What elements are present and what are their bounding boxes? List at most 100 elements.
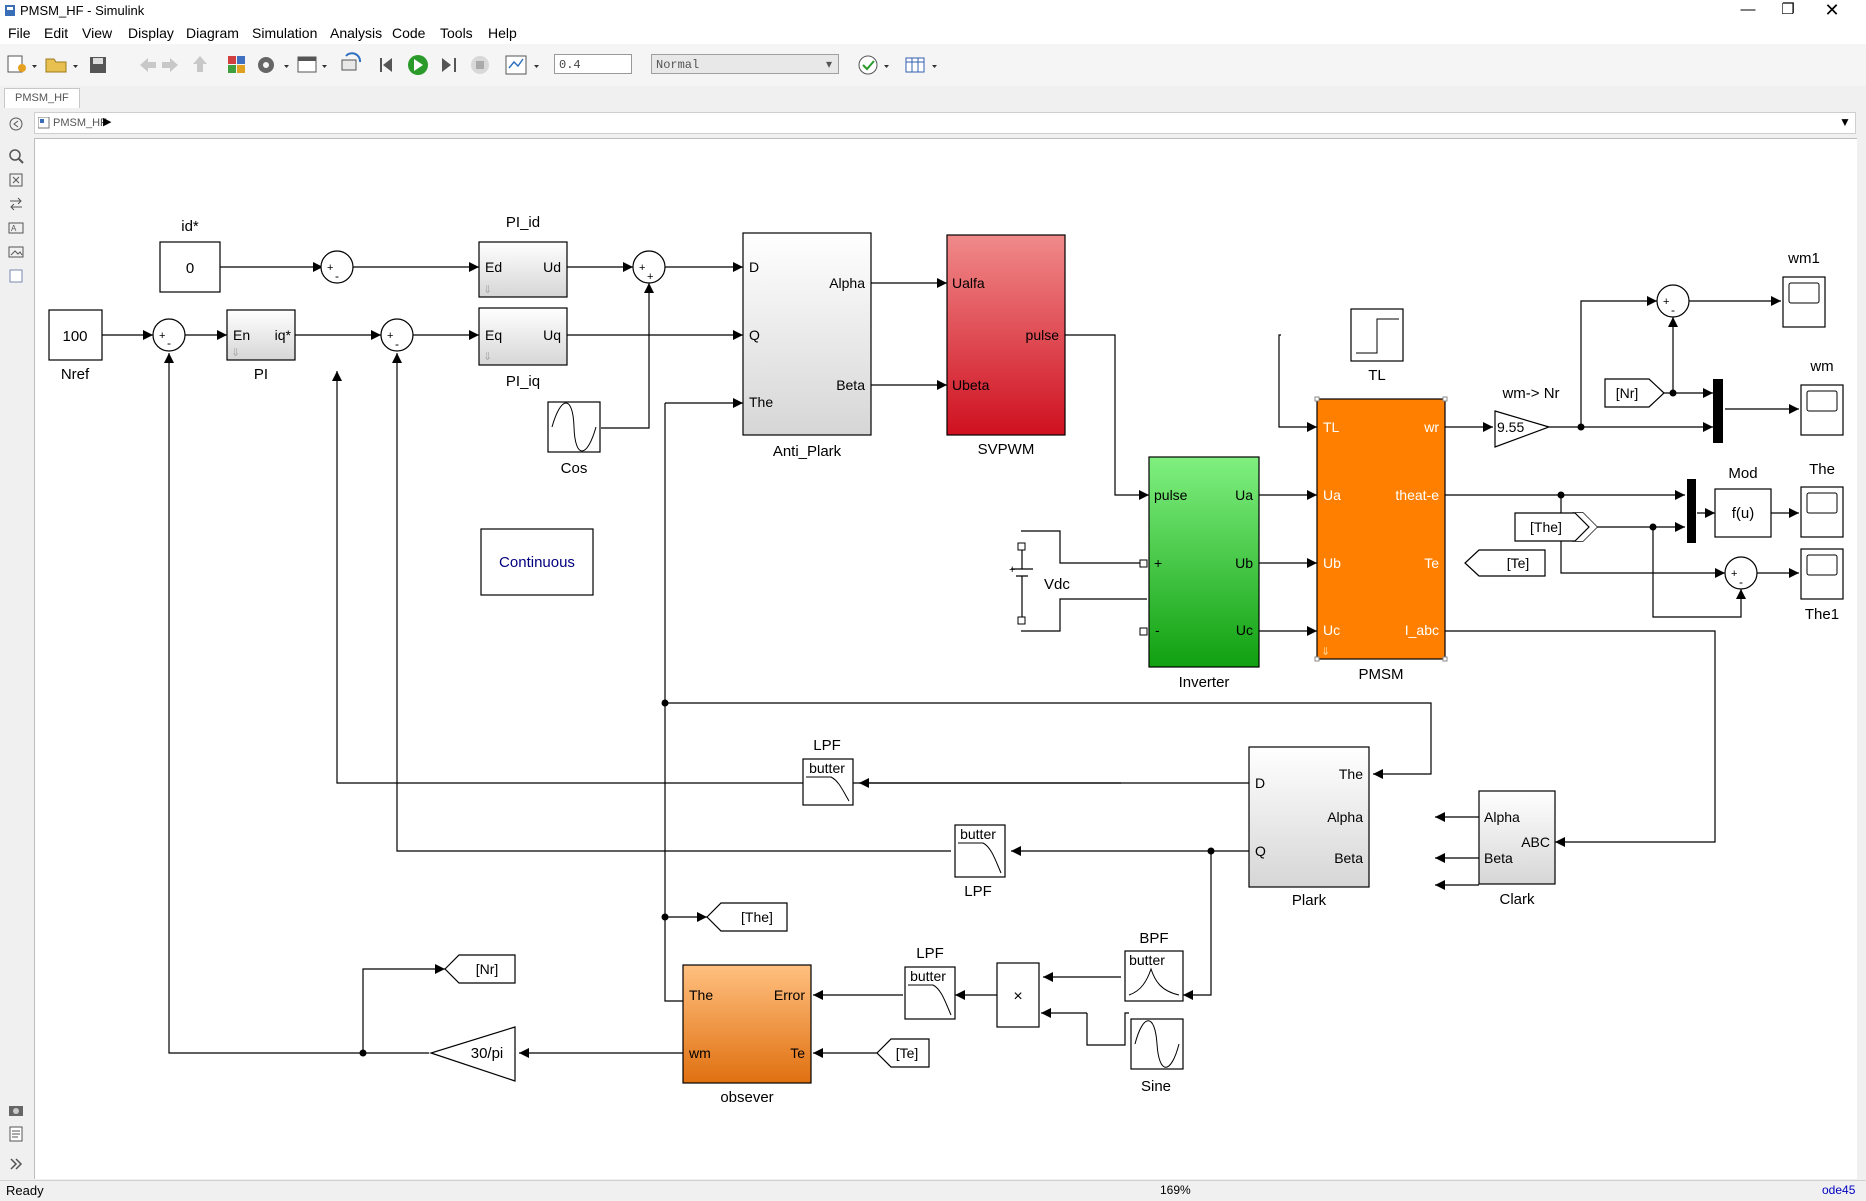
lpf-label: LPF: [916, 945, 944, 962]
svg-text:The: The: [689, 987, 713, 1003]
sum-block[interactable]: ++: [632, 250, 666, 284]
menu-edit[interactable]: Edit: [44, 25, 69, 41]
close-button[interactable]: ✕: [1824, 0, 1840, 20]
simulation-mode-select[interactable]: Normal ▾: [651, 54, 839, 74]
settings-gear-icon[interactable]: [258, 57, 289, 73]
clark-block[interactable]: Alpha Beta ABC Clark: [1478, 790, 1556, 908]
gain-30-pi-block[interactable]: 30/pi: [429, 1026, 516, 1082]
wm-scope-block[interactable]: wm: [1800, 358, 1844, 436]
tl-step-block[interactable]: TL: [1350, 308, 1404, 384]
menu-analysis[interactable]: Analysis: [330, 25, 383, 41]
svg-text:Ubeta: Ubeta: [952, 377, 990, 393]
anti-plark-block[interactable]: D Q The Alpha Beta Anti_Plark: [742, 232, 872, 460]
te-from-block[interactable]: [Te]: [876, 1038, 930, 1068]
hide-explorer-icon[interactable]: [8, 116, 24, 132]
save-icon[interactable]: [90, 57, 106, 73]
gain-wm-nr-block[interactable]: 9.55 wm-> Nr: [1494, 385, 1560, 448]
menu-diagram[interactable]: Diagram: [186, 25, 239, 41]
pi-id-block[interactable]: Ed Ud ⇓ PI_id: [478, 214, 568, 298]
menu-view[interactable]: View: [82, 25, 113, 41]
te-goto-block[interactable]: [Te]: [1464, 549, 1546, 577]
image-icon[interactable]: [8, 244, 24, 260]
cos-source-block[interactable]: Cos: [547, 401, 601, 477]
sum-block[interactable]: +-: [380, 318, 414, 352]
pi-iq-block[interactable]: Eq Uq ⇓ PI_iq: [478, 307, 568, 390]
minimize-button[interactable]: —: [1740, 1, 1756, 18]
library-browser-icon[interactable]: [228, 56, 245, 73]
svg-text:0: 0: [186, 260, 194, 277]
the1-scope-block[interactable]: The1: [1800, 548, 1844, 623]
svg-text:D: D: [749, 259, 759, 275]
nr-from-block[interactable]: [Nr]: [1604, 378, 1665, 408]
step-back-icon[interactable]: [380, 58, 392, 72]
svg-text:Te: Te: [1424, 555, 1439, 571]
expand-icon[interactable]: [8, 1156, 24, 1172]
menu-tools[interactable]: Tools: [440, 25, 473, 41]
zoom-icon[interactable]: [8, 148, 24, 164]
run-icon[interactable]: [408, 55, 428, 75]
svpwm-block[interactable]: Ualfa Ubeta pulse SVPWM: [946, 234, 1066, 458]
nr-goto-block[interactable]: [Nr]: [444, 954, 516, 984]
plark-block[interactable]: D Q The Alpha Beta Plark: [1248, 746, 1370, 909]
menu-simulation[interactable]: Simulation: [252, 25, 318, 41]
the-scope-block[interactable]: The: [1800, 461, 1844, 538]
the-goto-block[interactable]: [The]: [706, 902, 788, 932]
the-from-tag[interactable]: [The]: [1514, 512, 1590, 542]
sum-block[interactable]: +-: [320, 250, 354, 284]
svg-text:Ud: Ud: [543, 259, 561, 275]
menu-code[interactable]: Code: [392, 25, 426, 41]
address-dropdown-icon[interactable]: ▼: [1839, 115, 1851, 129]
powergui-block[interactable]: Continuous: [480, 528, 594, 596]
stop-icon[interactable]: [471, 56, 489, 74]
step-forward-icon[interactable]: [442, 58, 456, 72]
mod-fcn-block[interactable]: f(u) Mod: [1714, 465, 1772, 538]
id-star-constant-block[interactable]: 0 id*: [159, 218, 221, 293]
mux-block[interactable]: [1687, 479, 1696, 543]
fit-to-view-icon[interactable]: [8, 172, 24, 188]
pmsm-block[interactable]: TL Ua Ub Uc wr theat-e Te I_abc ⇓ PMSM: [1314, 396, 1448, 683]
stop-time-input[interactable]: 0.4: [554, 54, 632, 74]
menu-display[interactable]: Display: [128, 25, 174, 41]
lpf-block[interactable]: butter LPF: [954, 824, 1006, 900]
annotation-icon[interactable]: A: [8, 220, 24, 236]
observer-block[interactable]: The wm Error Te obsever: [682, 964, 812, 1106]
area-icon[interactable]: [8, 268, 24, 284]
snapshot-icon[interactable]: [8, 1102, 24, 1118]
pi-block[interactable]: En iq* ⇓ PI: [226, 309, 296, 383]
up-icon[interactable]: [193, 56, 207, 72]
model-explorer-icon[interactable]: [297, 56, 327, 73]
model-canvas[interactable]: 0 id* 100 Nref +- +- +- ++ +- +- En iq* …: [34, 138, 1857, 1179]
open-model-icon[interactable]: [45, 58, 78, 73]
vdc-source-block[interactable]: + Vdc: [1009, 542, 1070, 625]
nref-constant-block[interactable]: 100 Nref: [48, 309, 103, 383]
tab-model[interactable]: PMSM_HF: [4, 88, 80, 108]
sum-block[interactable]: +-: [1724, 556, 1758, 590]
back-icon[interactable]: [140, 58, 156, 72]
solver-link[interactable]: ode45: [1822, 1183, 1856, 1197]
sine-source-block[interactable]: Sine: [1130, 1018, 1184, 1095]
model-advisor-icon[interactable]: [858, 55, 889, 75]
pmsm-label: PMSM: [1359, 666, 1404, 683]
report-icon[interactable]: [8, 1126, 24, 1142]
menu-help[interactable]: Help: [488, 25, 517, 41]
restore-button[interactable]: ❐: [1781, 1, 1795, 18]
inverter-block[interactable]: pulse + - Ua Ub Uc Inverter: [1139, 456, 1260, 691]
svg-text:-: -: [1155, 622, 1160, 638]
bpf-block[interactable]: butter BPF: [1124, 930, 1184, 1002]
build-icon[interactable]: [905, 57, 937, 73]
breadcrumb-model[interactable]: PMSM_HF: [53, 117, 107, 129]
sum-block[interactable]: +-: [1656, 284, 1690, 318]
wm1-scope-block[interactable]: wm1: [1782, 250, 1826, 328]
forward-icon[interactable]: [162, 58, 178, 72]
scope-record-icon[interactable]: [505, 55, 539, 75]
arrows-icon[interactable]: [8, 196, 24, 212]
mux-block[interactable]: [1713, 379, 1723, 443]
lpf-block[interactable]: butter LPF: [904, 945, 956, 1020]
menu-file[interactable]: File: [8, 25, 31, 41]
product-block[interactable]: ×: [996, 962, 1040, 1028]
chevron-right-icon[interactable]: ▶: [103, 116, 112, 128]
sum-block[interactable]: +-: [152, 318, 186, 352]
new-model-icon[interactable]: [7, 55, 37, 73]
update-diagram-icon[interactable]: [341, 52, 362, 71]
lpf-block[interactable]: butter LPF: [802, 737, 854, 806]
